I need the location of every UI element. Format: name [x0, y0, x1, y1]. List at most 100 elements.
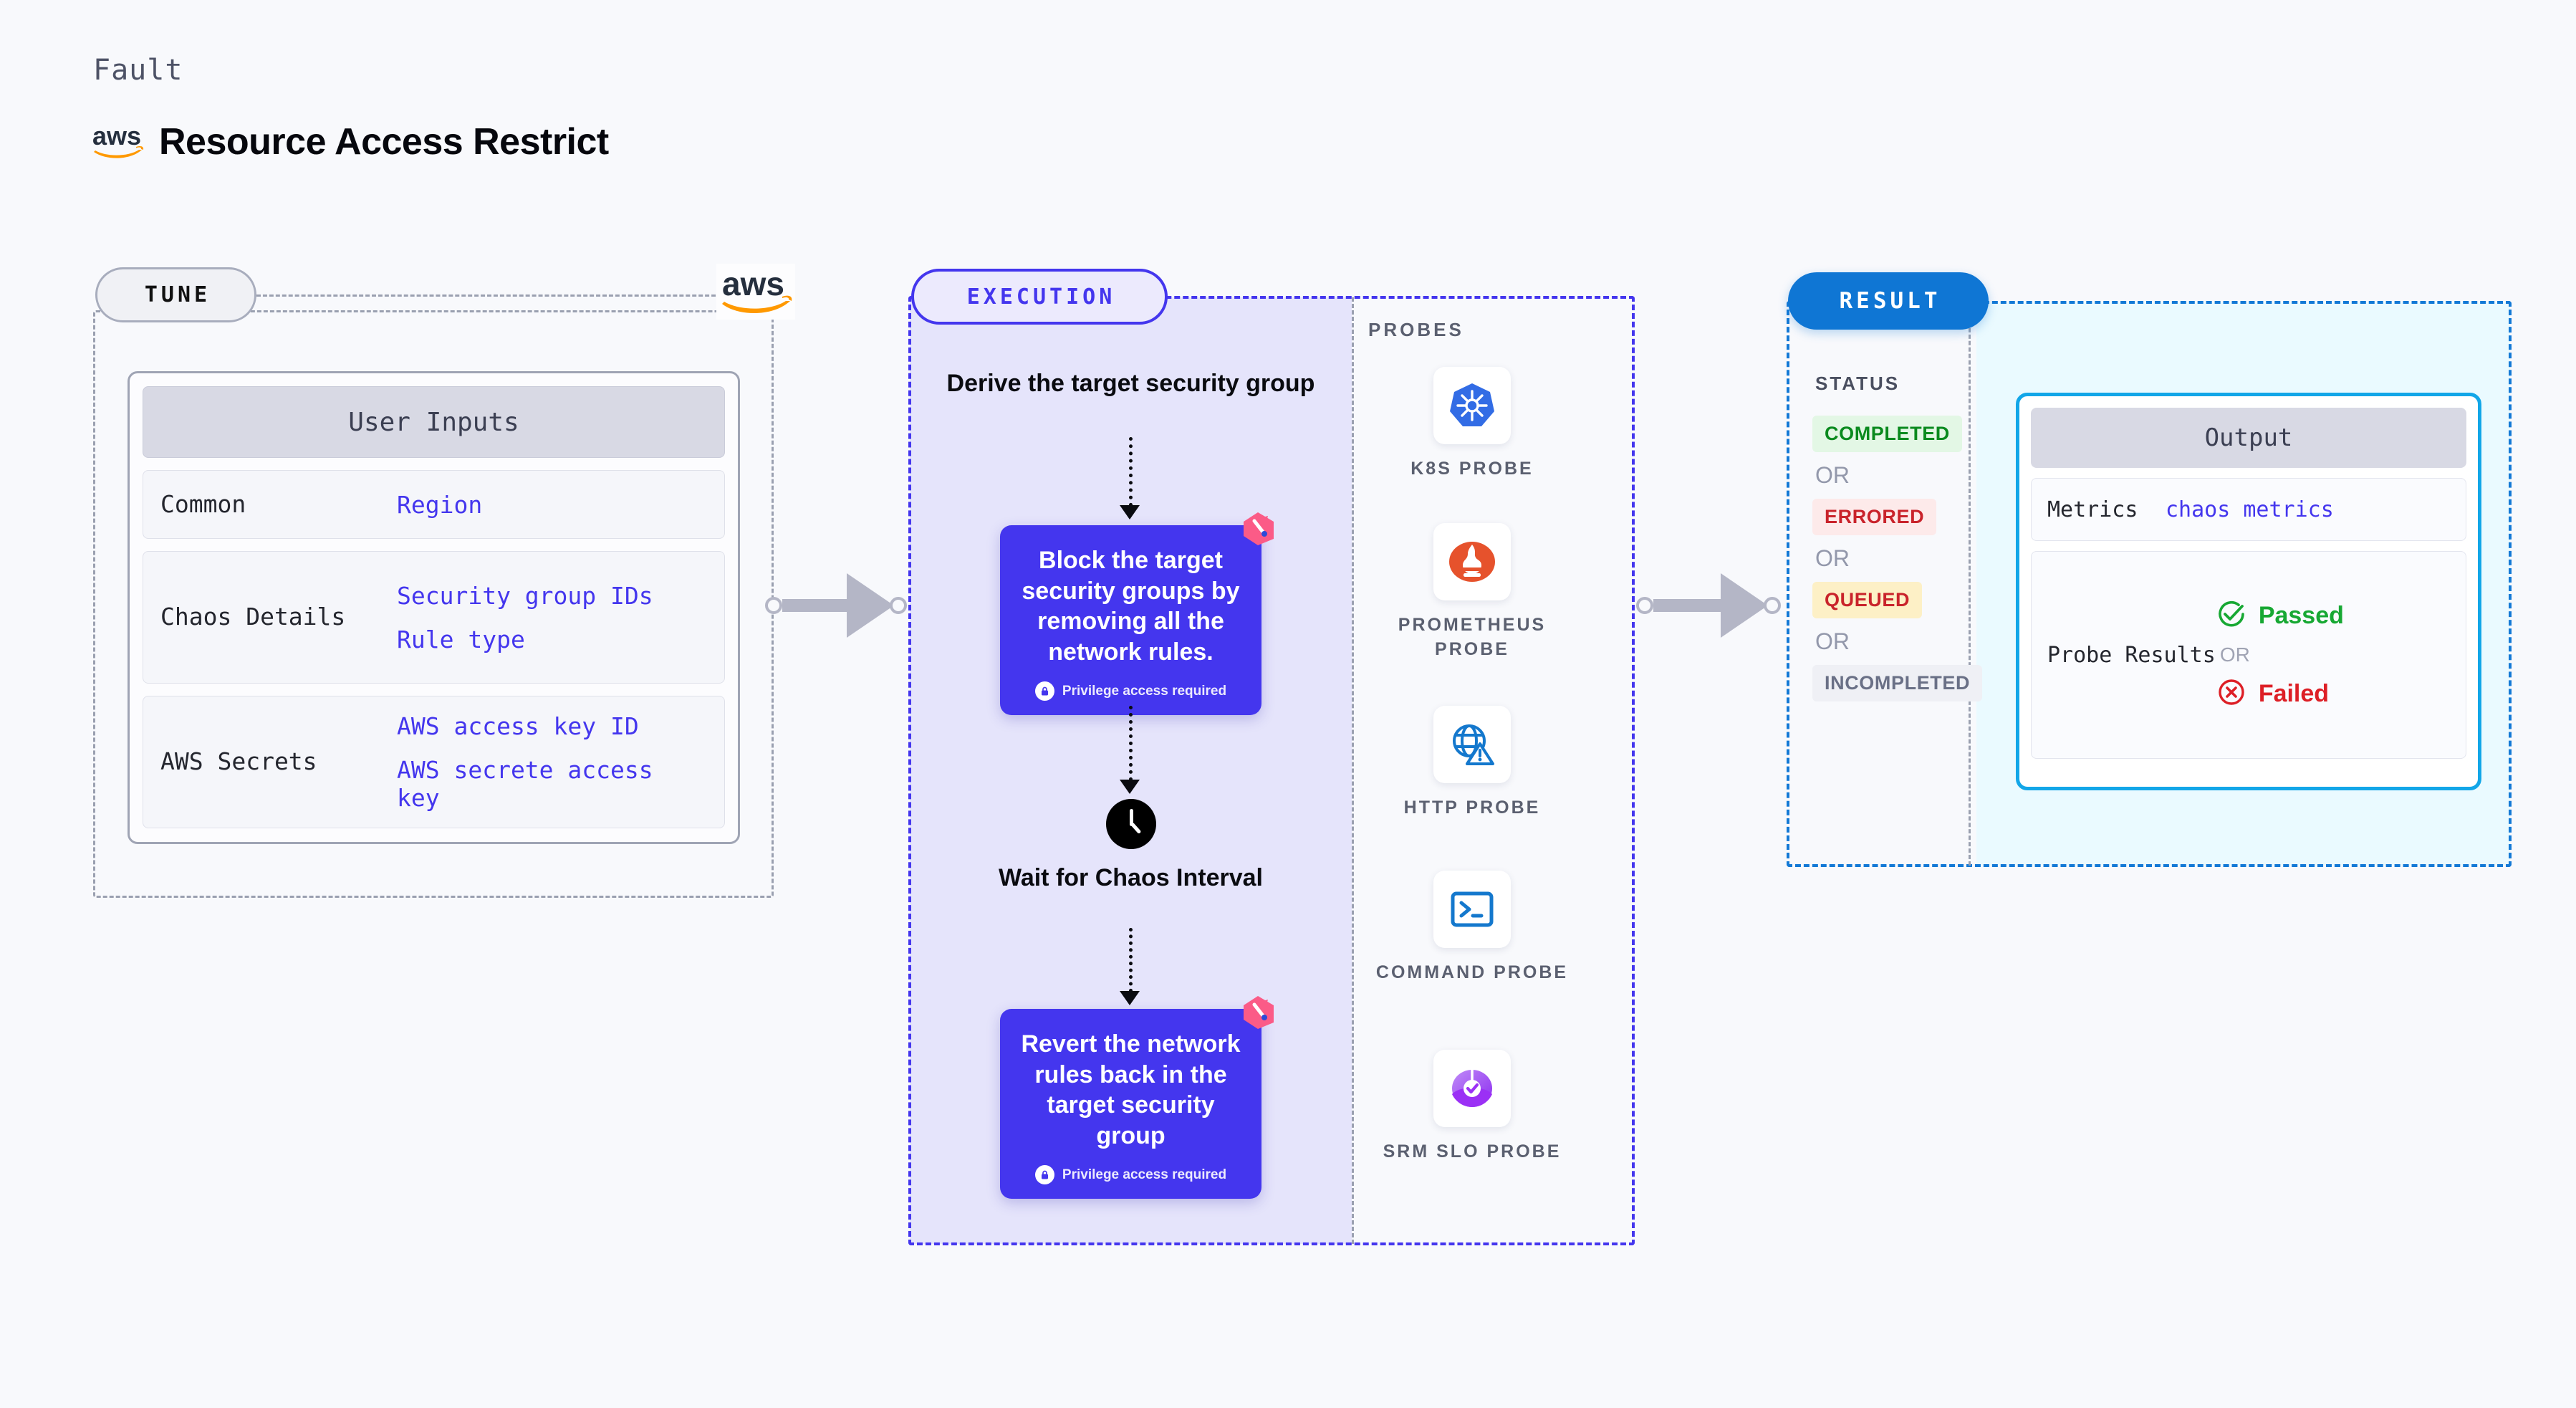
prometheus-icon	[1433, 523, 1511, 600]
flow-step-derive-label: Derive the target security group	[946, 370, 1315, 397]
output-row-label: Probe Results	[2047, 642, 2216, 668]
lock-icon	[1034, 1165, 1054, 1184]
privilege-note: Privilege access required	[1016, 1165, 1246, 1184]
harness-chaos-icon	[1239, 509, 1277, 552]
result-pill-label: RESULT	[1839, 288, 1941, 314]
status-badge-completed: COMPLETED	[1812, 416, 1962, 452]
output-title: Output	[2031, 408, 2466, 468]
svg-text:aws: aws	[722, 265, 784, 302]
probes-divider	[1352, 297, 1354, 1244]
output-metrics-value: chaos metrics	[2166, 497, 2334, 522]
input-value: Rule type	[397, 625, 525, 653]
output-row-metrics[interactable]: Metrics chaos metrics	[2031, 478, 2466, 541]
tune-aws-logo-icon: aws	[716, 264, 795, 323]
connector-start-dot	[1636, 597, 1653, 614]
input-row-values: Region	[397, 491, 482, 519]
probe-item-k8s[interactable]: K8S PROBE	[1361, 367, 1583, 482]
privilege-note-text: Privilege access required	[1062, 683, 1227, 699]
probe-label: SRM SLO PROBE	[1383, 1141, 1562, 1162]
user-inputs-card: User Inputs Common Region Chaos Details …	[128, 371, 740, 844]
chaos-card-text: Revert the network rules back in the tar…	[1021, 1030, 1241, 1149]
privilege-note-text: Privilege access required	[1062, 1167, 1227, 1182]
input-row-common[interactable]: Common Region	[143, 470, 725, 539]
verdict-failed-label: Failed	[2258, 680, 2330, 707]
page-title-row: aws Resource Access Restrict	[92, 120, 609, 163]
verdict-failed: Failed	[2216, 676, 2344, 712]
input-row-chaos-details[interactable]: Chaos Details Security group IDs Rule ty…	[143, 551, 725, 684]
flow-arrowhead-icon	[1120, 991, 1140, 1005]
probe-label: COMMAND PROBE	[1375, 962, 1569, 982]
page-kicker: Fault	[93, 54, 183, 87]
input-row-label: Common	[160, 489, 246, 518]
input-row-label: AWS Secrets	[160, 747, 317, 776]
chaos-card-text: Block the target security groups by remo…	[1022, 547, 1240, 666]
aws-logo-icon: aws	[92, 123, 145, 161]
status-divider	[1969, 302, 1971, 866]
input-row-aws-secrets[interactable]: AWS Secrets AWS access key ID AWS secret…	[143, 696, 725, 828]
result-section-pill[interactable]: RESULT	[1788, 272, 1989, 330]
execution-section-pill[interactable]: EXECUTION	[911, 269, 1168, 325]
check-circle-icon	[2216, 598, 2247, 633]
verdict-passed-label: Passed	[2258, 602, 2344, 629]
flow-arrowhead-icon	[1120, 505, 1140, 519]
connector-start-dot	[765, 597, 782, 614]
terminal-icon	[1433, 871, 1511, 948]
x-circle-icon	[2216, 676, 2247, 712]
flow-arrowhead-icon	[1120, 780, 1140, 794]
input-row-label: Chaos Details	[160, 603, 346, 631]
connector-arrowhead-icon	[847, 573, 894, 638]
kubernetes-icon	[1433, 367, 1511, 444]
probe-item-srm-slo[interactable]: SRM SLO PROBE	[1361, 1050, 1583, 1164]
tune-header-dashed-line	[256, 294, 722, 297]
verdict-or-label: OR	[2219, 643, 2250, 666]
status-list: COMPLETED OR ERRORED OR QUEUED OR INCOMP…	[1812, 416, 1983, 701]
output-row-label: Metrics	[2047, 497, 2138, 522]
chaos-step-card-block[interactable]: Block the target security groups by remo…	[1000, 512, 1274, 715]
connector-shaft	[1653, 599, 1722, 612]
probe-verdicts: Passed OR Failed	[2216, 598, 2344, 712]
status-or-label: OR	[1815, 628, 1850, 654]
status-badge-errored: ERRORED	[1812, 499, 1937, 535]
status-or-label: OR	[1815, 462, 1850, 488]
connector-end-dot	[890, 597, 907, 614]
result-section-boundary	[1787, 301, 2512, 867]
page-title: Resource Access Restrict	[159, 121, 609, 163]
verdict-passed: Passed	[2216, 598, 2344, 633]
clock-icon	[1106, 799, 1156, 849]
status-or-label: OR	[1815, 545, 1850, 571]
input-value: AWS secrete access key	[397, 756, 653, 812]
flow-connector-dots	[1129, 437, 1133, 507]
probe-item-prometheus[interactable]: PROMETHEUS PROBE	[1361, 523, 1583, 662]
flow-step-wait-label: Wait for Chaos Interval	[998, 864, 1264, 891]
srm-slo-icon	[1433, 1050, 1511, 1127]
probe-label: HTTP PROBE	[1403, 798, 1541, 818]
globe-warning-icon	[1433, 706, 1511, 783]
connector-end-dot	[1764, 597, 1781, 614]
connector-tune-to-execution	[765, 573, 919, 638]
probe-item-command[interactable]: COMMAND PROBE	[1361, 871, 1583, 985]
status-section-label: STATUS	[1815, 373, 1900, 394]
privilege-note: Privilege access required	[1016, 681, 1246, 701]
status-badge-incompleted: INCOMPLETED	[1812, 665, 1983, 701]
user-inputs-title: User Inputs	[143, 386, 725, 458]
probe-item-http[interactable]: HTTP PROBE	[1361, 706, 1583, 820]
execution-pill-label: EXECUTION	[966, 284, 1116, 310]
chaos-step-card-revert[interactable]: Revert the network rules back in the tar…	[1000, 996, 1274, 1199]
probes-section-label: PROBES	[1368, 319, 1464, 340]
input-value: Security group IDs	[397, 581, 653, 610]
input-row-values: Security group IDs Rule type	[397, 582, 653, 653]
tune-pill-label: TUNE	[144, 282, 211, 307]
probe-label: K8S PROBE	[1410, 459, 1534, 479]
connector-arrowhead-icon	[1721, 573, 1768, 638]
flow-connector-dots	[1129, 928, 1133, 992]
lock-icon	[1034, 681, 1054, 701]
connector-shaft	[782, 599, 848, 612]
input-value: Region	[397, 490, 483, 519]
output-row-probe-results[interactable]: Probe Results Passed OR	[2031, 551, 2466, 759]
connector-execution-to-result	[1636, 573, 1794, 638]
tune-section-pill[interactable]: TUNE	[95, 267, 256, 322]
input-value: AWS access key ID	[397, 712, 639, 740]
output-card: Output Metrics chaos metrics Probe Resul…	[2016, 393, 2481, 790]
probe-label: PROMETHEUS PROBE	[1398, 615, 1547, 659]
execution-section-boundary	[908, 296, 1635, 1245]
